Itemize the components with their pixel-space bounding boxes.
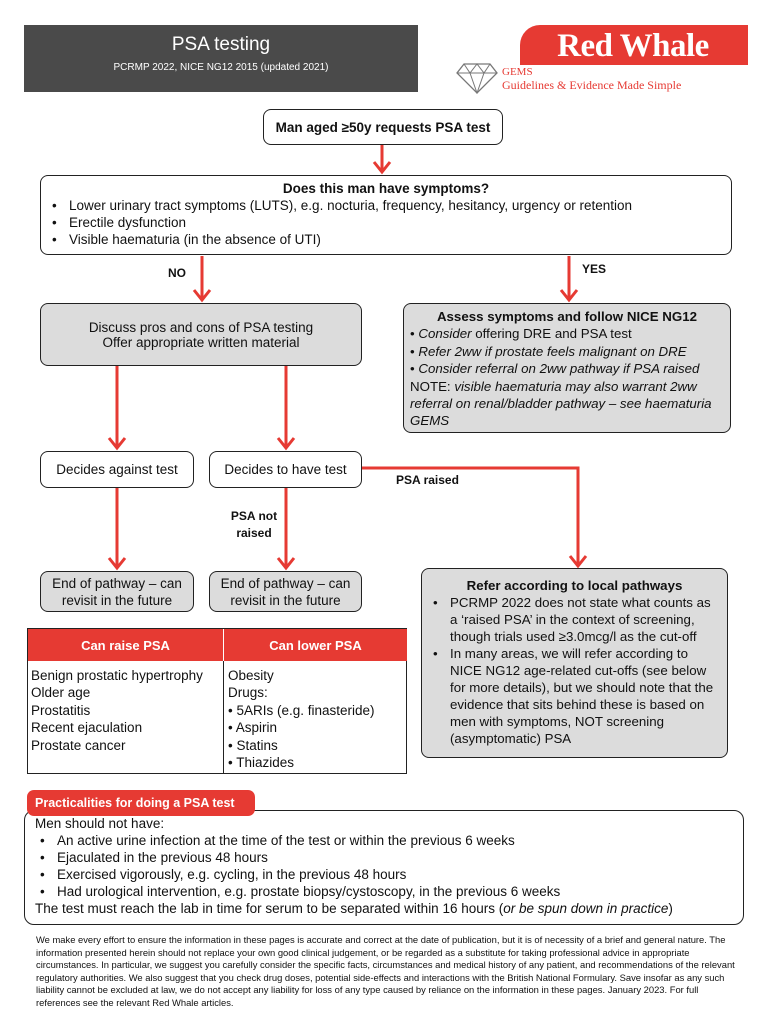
- label-no: NO: [168, 266, 186, 280]
- assess-em: Consider referral on 2ww pathway if PSA …: [418, 361, 700, 377]
- list-item: Ejaculated in the previous 48 hours: [40, 849, 733, 866]
- discuss-line: Offer appropriate written material: [102, 334, 300, 350]
- logo-tagline: Guidelines & Evidence Made Simple: [502, 78, 682, 92]
- assess-line: • Consider referral on 2ww pathway if PS…: [410, 361, 700, 377]
- assess-note: NOTE: visible haematuria may also warran…: [410, 378, 724, 430]
- drug-item: Aspirin: [235, 720, 277, 736]
- psa-factors-table: Can raise PSA Can lower PSA Benign prost…: [27, 628, 407, 774]
- symptoms-list: Lower urinary tract symptoms (LUTS), e.g…: [47, 197, 725, 248]
- table-cell: Drugs:: [228, 685, 268, 701]
- label-line: PSA not: [230, 509, 278, 523]
- logo-gems: GEMS: [502, 66, 533, 78]
- arrow-to-have-head: [276, 437, 296, 451]
- table-cell: Older age: [31, 685, 91, 701]
- arrow-psa-raised: [362, 466, 580, 566]
- end-line: End of pathway – can: [220, 575, 351, 591]
- decides-to-node: Decides to have test: [209, 451, 362, 488]
- end-node-1: End of pathway – can revisit in the futu…: [40, 571, 194, 612]
- arrow-not-raised-head: [276, 557, 296, 571]
- arrow-against-end-head: [107, 557, 127, 571]
- arrow-to-against-head: [107, 437, 127, 451]
- logo-wordmark: Red Whale: [557, 28, 709, 64]
- practicalities-footer: The test must reach the lab in time for …: [35, 900, 733, 917]
- page-subtitle: PCRMP 2022, NICE NG12 2015 (updated 2021…: [113, 62, 329, 73]
- arrow-yes-head: [559, 289, 579, 303]
- assess-line: • Refer 2ww if prostate feels malignant …: [410, 343, 687, 359]
- lower-column: Obesity Drugs: • 5ARIs (e.g. finasteride…: [228, 667, 375, 771]
- list-item: PCRMP 2022 does not state what counts as…: [433, 594, 721, 645]
- table-cell: • 5ARIs (e.g. finasteride): [228, 702, 375, 718]
- table-cell: • Aspirin: [228, 720, 277, 736]
- assess-em: Refer 2ww if prostate feels malignant on…: [418, 343, 687, 359]
- disclaimer: We make every effort to ensure the infor…: [36, 934, 735, 1008]
- table-header-lower: Can lower PSA: [224, 629, 407, 661]
- list-item: An active urine infection at the time of…: [40, 832, 733, 849]
- refer-node: Refer according to local pathways PCRMP …: [421, 568, 728, 758]
- practicalities-box: Men should not have: An active urine inf…: [24, 810, 744, 925]
- symptoms-node: Does this man have symptoms? Lower urina…: [40, 175, 732, 255]
- list-item: Visible haematuria (in the absence of UT…: [52, 231, 725, 248]
- table-divider: [223, 661, 224, 773]
- arrow-start-head: [372, 161, 392, 175]
- logo-banner: [520, 25, 748, 65]
- refer-title: Refer according to local pathways: [466, 578, 683, 593]
- decides-against-node: Decides against test: [40, 451, 194, 488]
- end-line: revisit in the future: [230, 592, 341, 608]
- assess-em: Consider: [418, 326, 472, 342]
- raise-column: Benign prostatic hypertrophy Older age P…: [31, 667, 203, 754]
- table-cell: Benign prostatic hypertrophy: [31, 668, 203, 683]
- drug-item: 5ARIs (e.g. finasteride): [236, 702, 375, 718]
- list-item: In many areas, we will refer according t…: [433, 645, 721, 747]
- note-label: NOTE:: [410, 378, 455, 394]
- assess-node: Assess symptoms and follow NICE NG12 • C…: [403, 303, 731, 433]
- list-item: Erectile dysfunction: [52, 214, 725, 231]
- arrow-psa-raised-head: [568, 555, 588, 569]
- table-header-raise: Can raise PSA: [28, 629, 224, 661]
- assess-line: • Consider offering DRE and PSA test: [410, 326, 632, 342]
- footer-end: ): [668, 901, 673, 917]
- discuss-line: Discuss pros and cons of PSA testing: [88, 319, 314, 335]
- table-cell: Recent ejaculation: [31, 720, 143, 736]
- label-psa-not-raised: PSA not raised: [228, 508, 280, 542]
- table-cell: • Statins: [228, 737, 278, 753]
- table-cell: • Thiazides: [228, 755, 295, 771]
- list-item: Exercised vigorously, e.g. cycling, in t…: [40, 866, 733, 883]
- page-title: PSA testing: [171, 34, 271, 55]
- start-node: Man aged ≥50y requests PSA test: [263, 109, 503, 145]
- discuss-node: Discuss pros and cons of PSA testing Off…: [40, 303, 362, 366]
- diamond-icon: [456, 63, 498, 94]
- refer-list: PCRMP 2022 does not state what counts as…: [428, 594, 721, 747]
- practicalities-intro: Men should not have:: [35, 816, 165, 831]
- note-text: visible haematuria may also warrant 2ww …: [410, 378, 712, 429]
- list-item: Lower urinary tract symptoms (LUTS), e.g…: [52, 197, 725, 214]
- assess-text: offering DRE and PSA test: [471, 326, 632, 342]
- end-line: revisit in the future: [61, 592, 173, 608]
- footer-em: or be spun down in practice: [503, 901, 669, 917]
- end-node-2: End of pathway – can revisit in the futu…: [209, 571, 362, 612]
- arrow-no-head: [192, 289, 212, 303]
- label-yes: YES: [582, 262, 607, 276]
- symptoms-question: Does this man have symptoms?: [282, 181, 490, 196]
- drug-item: Thiazides: [236, 755, 295, 771]
- label-line: raised: [236, 526, 272, 540]
- table-cell: Obesity: [228, 668, 274, 683]
- table-cell: Prostate cancer: [31, 737, 126, 753]
- table-cell: Prostatitis: [31, 702, 91, 718]
- practicalities-title: Practicalities for doing a PSA test: [27, 790, 255, 816]
- list-item: Had urological intervention, e.g. prosta…: [40, 883, 733, 900]
- footer-text: The test must reach the lab in time for …: [35, 901, 504, 917]
- header-banner: PSA testing PCRMP 2022, NICE NG12 2015 (…: [24, 25, 418, 92]
- drug-item: Statins: [236, 737, 278, 753]
- practicalities-list: An active urine infection at the time of…: [35, 832, 733, 900]
- assess-title: Assess symptoms and follow NICE NG12: [436, 309, 698, 324]
- end-line: End of pathway – can: [52, 575, 182, 591]
- label-psa-raised: PSA raised: [396, 473, 459, 487]
